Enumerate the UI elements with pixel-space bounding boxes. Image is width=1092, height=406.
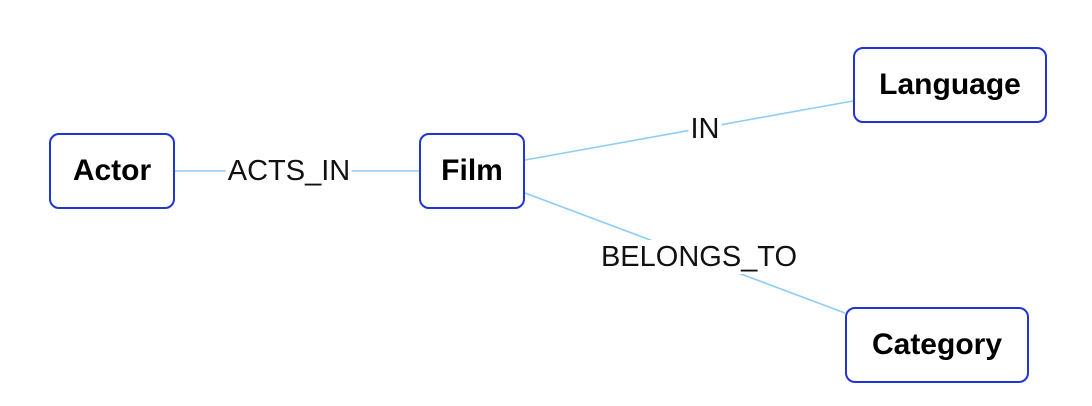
node-category[interactable]: Category (845, 307, 1029, 383)
edge-label-in: IN (688, 112, 722, 146)
node-actor[interactable]: Actor (49, 133, 175, 209)
node-film[interactable]: Film (419, 133, 525, 209)
edge-label-belongs-to: BELONGS_TO (598, 240, 800, 274)
node-category-label: Category (871, 328, 1003, 361)
node-actor-label: Actor (72, 154, 152, 187)
node-language[interactable]: Language (853, 47, 1047, 123)
node-language-label: Language (879, 68, 1021, 101)
edge-label-acts-in: ACTS_IN (225, 154, 353, 188)
node-film-label: Film (441, 154, 503, 187)
